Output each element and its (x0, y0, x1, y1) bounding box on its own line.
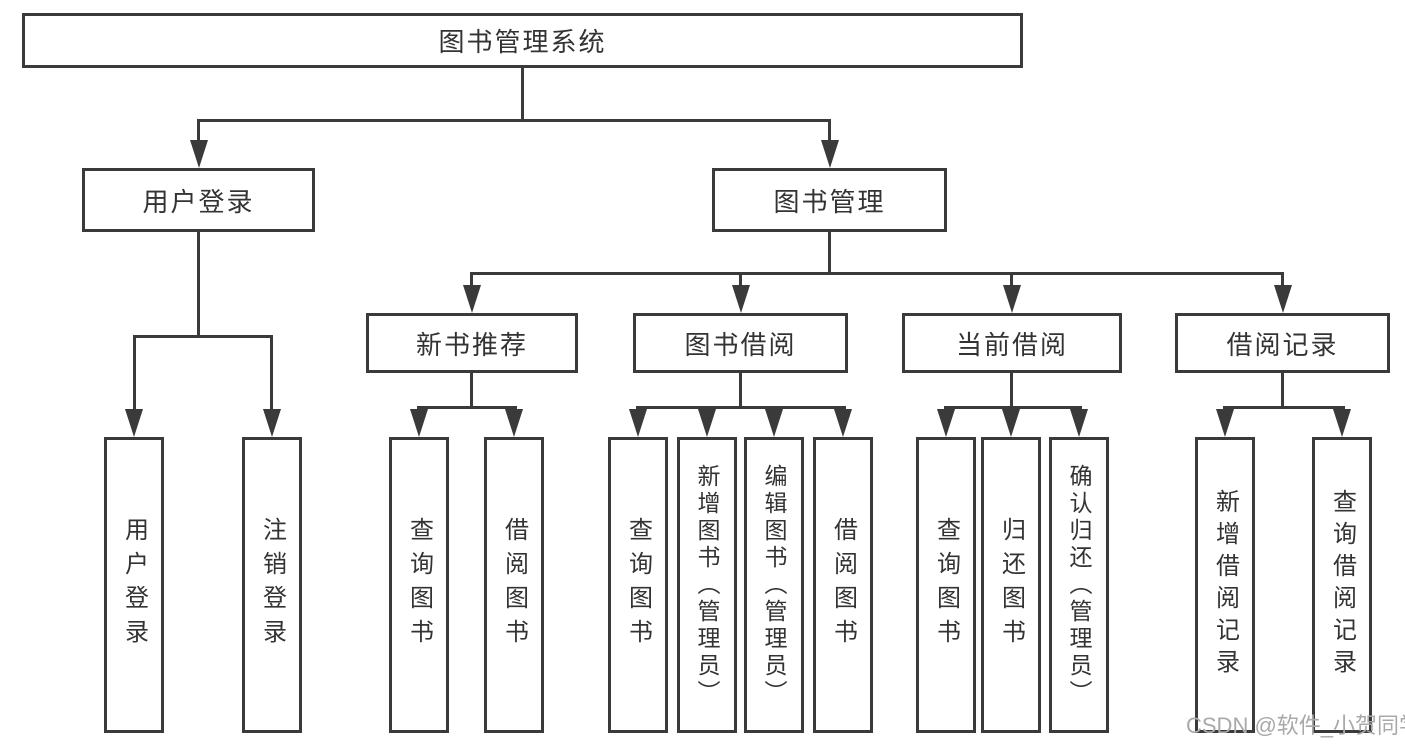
leaf-bb-edit-books-admin-label: 编辑图书（管理员） (761, 463, 787, 707)
arrowhead-bb-borrow (834, 409, 852, 437)
arrowhead-br-query (1333, 409, 1351, 437)
connector-drop-leaf-user-login (133, 335, 136, 413)
leaf-user-login: 用户登录 (104, 437, 164, 733)
connector-user-login-rail (133, 335, 273, 338)
arrowhead-br-add (1216, 409, 1234, 437)
node-current-borrow-label: 当前借阅 (955, 329, 1068, 360)
leaf-bb-borrow-books-label: 借阅图书 (829, 517, 857, 653)
node-borrow-records-label: 借阅记录 (1226, 329, 1339, 360)
leaf-bb-add-books-admin-label: 新增图书（管理员） (694, 463, 720, 707)
leaf-bb-edit-books-admin: 编辑图书（管理员） (744, 437, 804, 733)
connector-book-mgmt-stub (828, 232, 831, 275)
arrowhead-book-borrow (732, 285, 750, 313)
leaf-bb-borrow-books: 借阅图书 (813, 437, 873, 733)
connector-cb-rail (944, 406, 1082, 409)
arrowhead-new-book-rec (463, 285, 481, 313)
leaf-bb-query-books: 查询图书 (608, 437, 668, 733)
connector-br-rail (1223, 406, 1345, 409)
arrowhead-borrow-records (1274, 285, 1292, 313)
leaf-nbr-query-books-label: 查询图书 (405, 517, 433, 653)
connector-level1-rail (197, 119, 831, 122)
node-book-mgmt-label: 图书管理 (773, 186, 886, 217)
leaf-cb-confirm-return-admin: 确认归还（管理员） (1049, 437, 1109, 733)
leaf-cb-return-books-label: 归还图书 (997, 517, 1025, 653)
leaf-nbr-borrow-books-label: 借阅图书 (500, 517, 528, 653)
connector-user-login-stub (197, 232, 200, 338)
arrowhead-cb-query (937, 409, 955, 437)
leaf-cb-query-books-label: 查询图书 (932, 517, 960, 653)
connector-level2-rail (470, 272, 1284, 275)
connector-drop-book-mgmt (828, 119, 831, 144)
leaf-logout-label: 注销登录 (258, 517, 286, 653)
arrowhead-nbr-borrow (505, 409, 523, 437)
arrowhead-cb-confirm (1070, 409, 1088, 437)
leaf-logout: 注销登录 (242, 437, 302, 733)
node-book-borrow: 图书借阅 (633, 313, 848, 373)
connector-br-stub (1281, 373, 1284, 409)
leaf-nbr-borrow-books: 借阅图书 (484, 437, 544, 733)
arrowhead-current-borrow (1003, 285, 1021, 313)
connector-drop-user-login (197, 119, 200, 144)
leaf-br-add-record-label: 新增借阅记录 (1211, 489, 1239, 681)
arrowhead-bb-edit (765, 409, 783, 437)
node-borrow-records: 借阅记录 (1175, 313, 1390, 373)
leaf-br-add-record: 新增借阅记录 (1195, 437, 1255, 733)
connector-bb-stub (739, 373, 742, 409)
connector-drop-borrow-records (1281, 272, 1284, 290)
leaf-user-login-label: 用户登录 (120, 517, 148, 653)
arrowhead-leaf-user-login (125, 409, 143, 437)
connector-drop-book-borrow (739, 272, 742, 290)
node-book-borrow-label: 图书借阅 (684, 329, 797, 360)
leaf-br-query-record: 查询借阅记录 (1312, 437, 1372, 733)
connector-cb-stub (1010, 373, 1013, 409)
arrowhead-bb-add (698, 409, 716, 437)
arrowhead-user-login (190, 140, 208, 168)
leaf-nbr-query-books: 查询图书 (389, 437, 449, 733)
connector-bb-rail (636, 406, 846, 409)
arrowhead-leaf-logout (263, 409, 281, 437)
node-root-label: 图书管理系统 (438, 27, 607, 57)
connector-drop-leaf-logout (270, 335, 273, 413)
leaf-cb-confirm-return-admin-label: 确认归还（管理员） (1066, 463, 1092, 707)
arrowhead-nbr-query (410, 409, 428, 437)
node-new-book-rec-label: 新书推荐 (415, 329, 528, 360)
arrowhead-bb-query (629, 409, 647, 437)
arrowhead-cb-return (1002, 409, 1020, 437)
node-user-login: 用户登录 (82, 168, 315, 232)
leaf-bb-query-books-label: 查询图书 (624, 517, 652, 653)
leaf-cb-query-books: 查询图书 (916, 437, 976, 733)
leaf-cb-return-books: 归还图书 (981, 437, 1041, 733)
node-current-borrow: 当前借阅 (902, 313, 1122, 373)
node-book-mgmt: 图书管理 (712, 168, 947, 232)
connector-nbr-rail (417, 406, 517, 409)
connector-root-stub (521, 68, 524, 122)
connector-drop-current-borrow (1010, 272, 1013, 290)
node-new-book-rec: 新书推荐 (366, 313, 578, 373)
connector-nbr-stub (470, 373, 473, 409)
leaf-bb-add-books-admin: 新增图书（管理员） (677, 437, 737, 733)
connector-drop-new-book-rec (470, 272, 473, 290)
arrowhead-book-mgmt (821, 140, 839, 168)
leaf-br-query-record-label: 查询借阅记录 (1328, 489, 1356, 681)
node-root: 图书管理系统 (22, 13, 1023, 68)
watermark: CSDN @软件_小贺同学 (1186, 713, 1405, 738)
node-user-login-label: 用户登录 (142, 186, 255, 217)
